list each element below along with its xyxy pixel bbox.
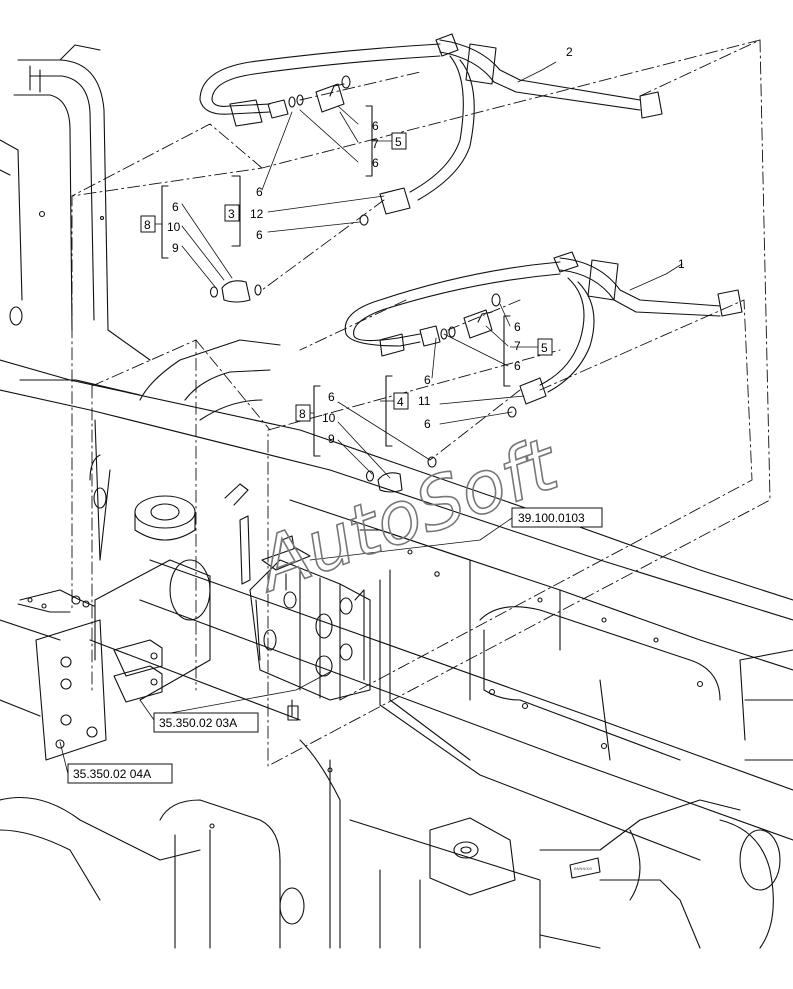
group-number-box: 4: [397, 395, 404, 409]
item-number: 7: [514, 339, 521, 353]
leader-lines: [59, 61, 683, 775]
item-number: 9: [172, 241, 179, 255]
item-number: 6: [514, 359, 521, 373]
hose-1: [344, 251, 743, 493]
item-number: 6: [172, 200, 179, 214]
item-number: 6: [256, 185, 263, 199]
item-number: 2: [566, 45, 573, 59]
group-number-box: 8: [299, 407, 306, 421]
item-number: 12: [250, 207, 264, 221]
group-number-box: 3: [228, 207, 235, 221]
item-number: 11: [418, 394, 431, 408]
routing-lines: [71, 39, 771, 767]
group-number-box: 5: [541, 341, 548, 355]
item-labels: 2 1 6 7 6 6 12 6 6 10 9 6 7 6 6 11 6 6 1…: [167, 45, 685, 446]
chassis-frame: [0, 339, 793, 861]
reference-callouts: 39.100.0103 35.350.02 03A 35.350.02 04A: [67, 507, 603, 784]
item-number: 6: [372, 119, 379, 133]
item-number: 6: [328, 390, 335, 404]
item-number: 1: [678, 257, 685, 271]
item-number: 6: [424, 417, 431, 431]
hose-2: [199, 33, 663, 303]
item-number: 6: [424, 373, 431, 387]
control-valve: [239, 515, 371, 721]
cylinder-housing: [17, 559, 211, 761]
drawing-id-stamp: BNNN000: [574, 866, 593, 871]
item-number: 6: [372, 156, 379, 170]
lower-frame: [0, 739, 781, 949]
group-number-box: 5: [395, 135, 402, 149]
boxed-numbers: 5 3 8 5 4 8: [140, 132, 553, 422]
item-number: 7: [372, 137, 379, 151]
item-number: 9: [328, 432, 335, 446]
item-number: 10: [322, 411, 336, 425]
reference-callout: 39.100.0103: [518, 511, 585, 525]
group-number-box: 8: [144, 218, 151, 232]
item-number: 6: [256, 228, 263, 242]
cab-post: [0, 44, 151, 396]
reference-callout: 35.350.02 03A: [159, 716, 237, 730]
reference-callout: 35.350.02 04A: [73, 767, 151, 781]
item-number: 6: [514, 320, 521, 334]
item-number: 10: [167, 220, 181, 234]
bracket-group-a: [161, 105, 511, 457]
